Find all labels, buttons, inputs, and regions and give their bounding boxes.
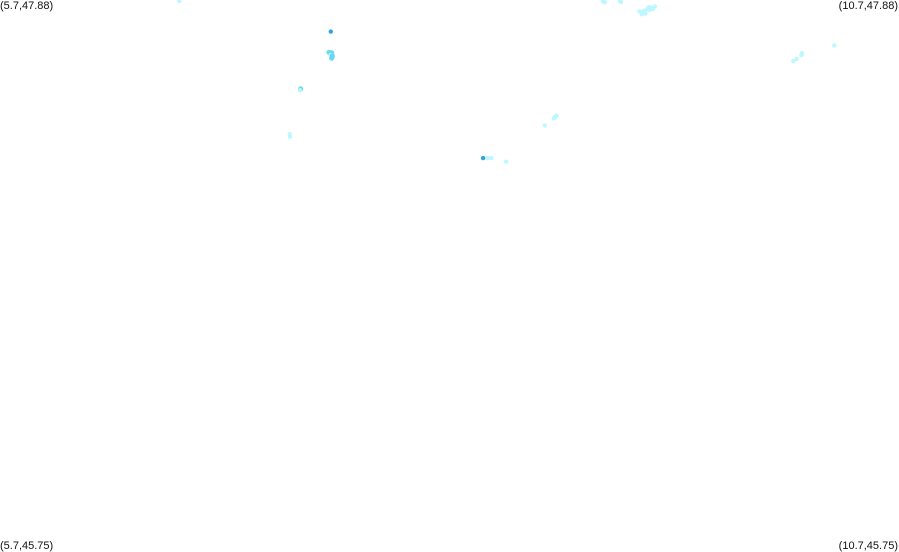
corner-label-top-left: (5.7,47.88) bbox=[0, 0, 54, 12]
map-point bbox=[480, 155, 486, 161]
map-point bbox=[618, 0, 623, 5]
map-point bbox=[297, 88, 303, 93]
map-point bbox=[287, 134, 293, 139]
map-point bbox=[643, 11, 648, 16]
map-point bbox=[639, 12, 645, 17]
map-point bbox=[542, 123, 547, 128]
corner-label-top-right: (10.7,47.88) bbox=[838, 0, 898, 12]
map-point bbox=[794, 56, 799, 62]
corner-label-bottom-right: (10.7,45.75) bbox=[838, 540, 898, 552]
map-point bbox=[791, 59, 796, 64]
map-point bbox=[602, 0, 607, 5]
map-point bbox=[799, 53, 804, 58]
map-point bbox=[329, 55, 335, 61]
map-point bbox=[637, 9, 642, 14]
map-point bbox=[503, 159, 509, 164]
map-point bbox=[551, 116, 556, 121]
map-point bbox=[650, 6, 655, 12]
map-point bbox=[485, 155, 490, 161]
map-point bbox=[177, 0, 182, 4]
corner-label-bottom-left: (5.7,45.75) bbox=[0, 540, 54, 552]
map-point bbox=[647, 7, 652, 12]
map-point bbox=[832, 43, 837, 48]
map-point bbox=[328, 29, 333, 34]
map-points-layer bbox=[177, 0, 837, 164]
map-point bbox=[489, 155, 494, 161]
